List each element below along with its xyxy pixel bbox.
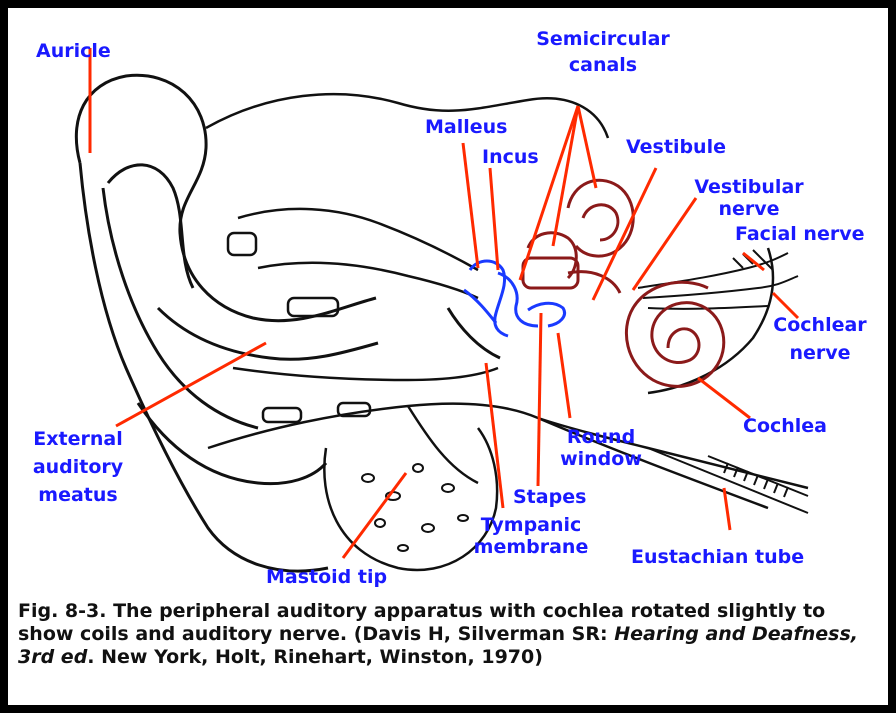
- label-meatus-line1: External: [28, 428, 128, 450]
- label-semicircular-canals: Semicircular canals: [528, 28, 678, 76]
- tympanic-membrane-drawing: [448, 308, 500, 358]
- label-cochlear-nerve-line1: Cochlear: [770, 314, 870, 336]
- cochlea-drawing: [626, 282, 723, 386]
- ossicles-drawing: [464, 261, 565, 336]
- caption-text-2: . New York, Holt, Rinehart, Winston, 197…: [87, 646, 543, 668]
- label-meatus-line3: meatus: [28, 484, 128, 506]
- label-eustachian-tube: Eustachian tube: [631, 546, 804, 568]
- label-facial-nerve: Facial nerve: [735, 223, 864, 245]
- label-vestibule: Vestibule: [626, 136, 726, 158]
- label-incus: Incus: [482, 146, 539, 168]
- inner-ear-drawing: [523, 180, 633, 293]
- label-auricle: Auricle: [36, 40, 111, 62]
- label-vestibular-line2: nerve: [694, 198, 804, 220]
- label-cochlea: Cochlea: [743, 415, 827, 437]
- eustachian-tube-drawing: [648, 448, 808, 513]
- label-external-auditory-meatus: External auditory meatus: [28, 428, 128, 506]
- label-malleus: Malleus: [425, 116, 507, 138]
- label-vestibular-line1: Vestibular: [694, 176, 804, 198]
- label-round-window: Round window: [546, 426, 656, 470]
- label-vestibular-nerve: Vestibular nerve: [694, 176, 804, 220]
- figure-frame: Auricle Semicircular canals Malleus Incu…: [8, 8, 888, 705]
- label-round-window-line1: Round: [546, 426, 656, 448]
- label-tympanic-line2: membrane: [466, 536, 596, 558]
- ear-diagram: [8, 8, 888, 598]
- label-tympanic-line1: Tympanic: [466, 514, 596, 536]
- label-stapes: Stapes: [513, 486, 586, 508]
- figure-caption: Fig. 8-3. The peripheral auditory appara…: [18, 600, 878, 669]
- label-semicircular-line1: Semicircular: [528, 28, 678, 50]
- label-mastoid-tip: Mastoid tip: [266, 566, 387, 588]
- label-cochlear-nerve-line2: nerve: [770, 342, 870, 364]
- label-semicircular-line2: canals: [528, 54, 678, 76]
- label-cochlear-nerve: Cochlear nerve: [770, 314, 870, 364]
- label-tympanic-membrane: Tympanic membrane: [466, 514, 596, 558]
- label-meatus-line2: auditory: [28, 456, 128, 478]
- label-round-window-line2: window: [546, 448, 656, 470]
